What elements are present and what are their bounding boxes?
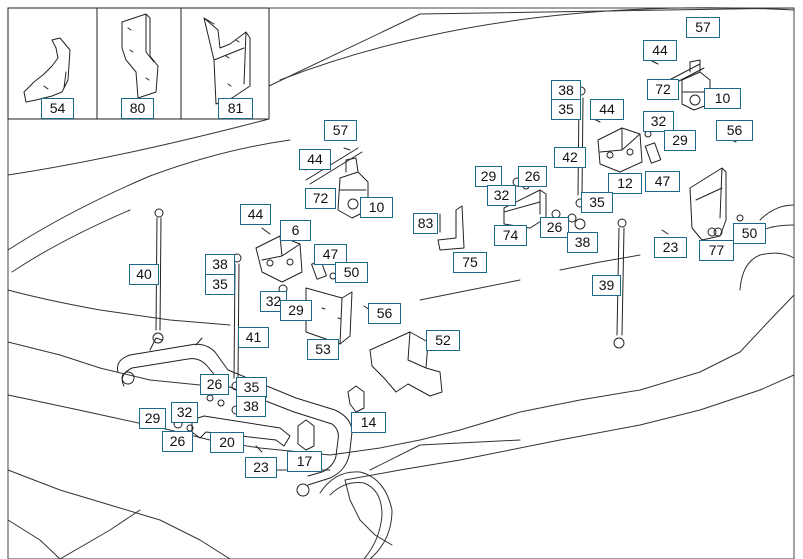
- callout-77[interactable]: 77: [699, 240, 734, 261]
- callout-44-middle[interactable]: 44: [299, 149, 331, 170]
- callout-39[interactable]: 39: [592, 275, 621, 296]
- callout-38-rod41-bottom[interactable]: 38: [236, 396, 266, 417]
- valve-10-top-drawing: [681, 59, 711, 111]
- bracket-77-drawing: [689, 167, 727, 241]
- callout-29-center[interactable]: 29: [475, 166, 502, 187]
- callout-83[interactable]: 83: [413, 213, 438, 234]
- valve-12-drawing: [597, 127, 643, 173]
- callout-35-rod42-bottom[interactable]: 35: [581, 192, 613, 213]
- callout-35-rod41-top[interactable]: 35: [205, 274, 235, 295]
- callout-35-rod41-bottom[interactable]: 35: [236, 377, 267, 398]
- callout-54[interactable]: 54: [41, 98, 74, 119]
- bracket-54-drawing: [23, 37, 71, 103]
- callout-26-lower[interactable]: 26: [200, 374, 229, 395]
- bracket-80-drawing: [121, 13, 159, 99]
- anti-roll-bar-drawing: [117, 337, 353, 497]
- callout-81[interactable]: 81: [218, 98, 253, 119]
- callout-20[interactable]: 20: [210, 432, 244, 453]
- clamp-17-drawing: [297, 419, 315, 451]
- callout-10-top[interactable]: 10: [704, 88, 741, 109]
- callout-40[interactable]: 40: [129, 264, 159, 285]
- callout-72-top[interactable]: 72: [647, 79, 679, 100]
- callout-80[interactable]: 80: [121, 98, 154, 119]
- callout-44-right[interactable]: 44: [590, 99, 624, 120]
- callout-75[interactable]: 75: [453, 252, 487, 273]
- callout-52[interactable]: 52: [426, 330, 460, 351]
- bracket-53-drawing: [305, 287, 353, 345]
- callout-32-lower[interactable]: 32: [171, 402, 198, 423]
- callout-29-left[interactable]: 29: [280, 300, 312, 321]
- callout-12[interactable]: 12: [608, 173, 642, 194]
- bracket-20-drawing: [191, 415, 291, 447]
- callout-50-left[interactable]: 50: [335, 262, 368, 283]
- callout-26-bottom[interactable]: 26: [162, 431, 193, 452]
- diagram-frame: [7, 7, 795, 559]
- bracket-81-drawing: [203, 17, 251, 105]
- callout-42[interactable]: 42: [554, 147, 586, 168]
- callout-44-top[interactable]: 44: [643, 40, 677, 61]
- callout-23-right[interactable]: 23: [654, 237, 687, 258]
- callout-6[interactable]: 6: [280, 220, 311, 241]
- callout-32-center[interactable]: 32: [487, 185, 516, 206]
- link-72-middle-drawing: [305, 147, 363, 185]
- vehicle-body-outline: [7, 7, 795, 559]
- callout-26-center[interactable]: 26: [518, 166, 547, 187]
- callout-38-rod42-top[interactable]: 38: [551, 80, 581, 101]
- callout-57-middle[interactable]: 57: [324, 120, 357, 141]
- callout-14[interactable]: 14: [351, 412, 386, 433]
- callout-35-rod42-top[interactable]: 35: [551, 99, 581, 120]
- callout-29-right[interactable]: 29: [664, 130, 696, 151]
- callout-10-middle[interactable]: 10: [360, 197, 393, 218]
- callout-56-left[interactable]: 56: [368, 303, 401, 324]
- callout-23-lower[interactable]: 23: [245, 457, 277, 478]
- bracket-52-drawing: [369, 331, 443, 397]
- callout-41[interactable]: 41: [238, 327, 269, 348]
- bracket-75-drawing: [437, 205, 465, 251]
- callout-32-right[interactable]: 32: [643, 111, 674, 132]
- callout-72-middle[interactable]: 72: [305, 188, 336, 209]
- callout-38-rod41-top[interactable]: 38: [205, 254, 235, 275]
- callout-74[interactable]: 74: [494, 225, 527, 246]
- clamp-14-drawing: [347, 385, 365, 413]
- callout-56-right[interactable]: 56: [716, 120, 753, 141]
- callout-53[interactable]: 53: [307, 339, 339, 360]
- valve-6-drawing: [255, 235, 303, 283]
- callout-57-top[interactable]: 57: [686, 17, 720, 38]
- callout-44-left[interactable]: 44: [240, 204, 271, 225]
- callout-47-left[interactable]: 47: [314, 244, 347, 265]
- callout-29-lower[interactable]: 29: [139, 408, 166, 429]
- callout-17[interactable]: 17: [287, 451, 322, 472]
- callout-26-rod42[interactable]: 26: [540, 217, 569, 238]
- callout-47-right[interactable]: 47: [645, 171, 680, 192]
- callout-38-rod42-bottom[interactable]: 38: [567, 232, 598, 253]
- callout-50-right[interactable]: 50: [733, 223, 766, 244]
